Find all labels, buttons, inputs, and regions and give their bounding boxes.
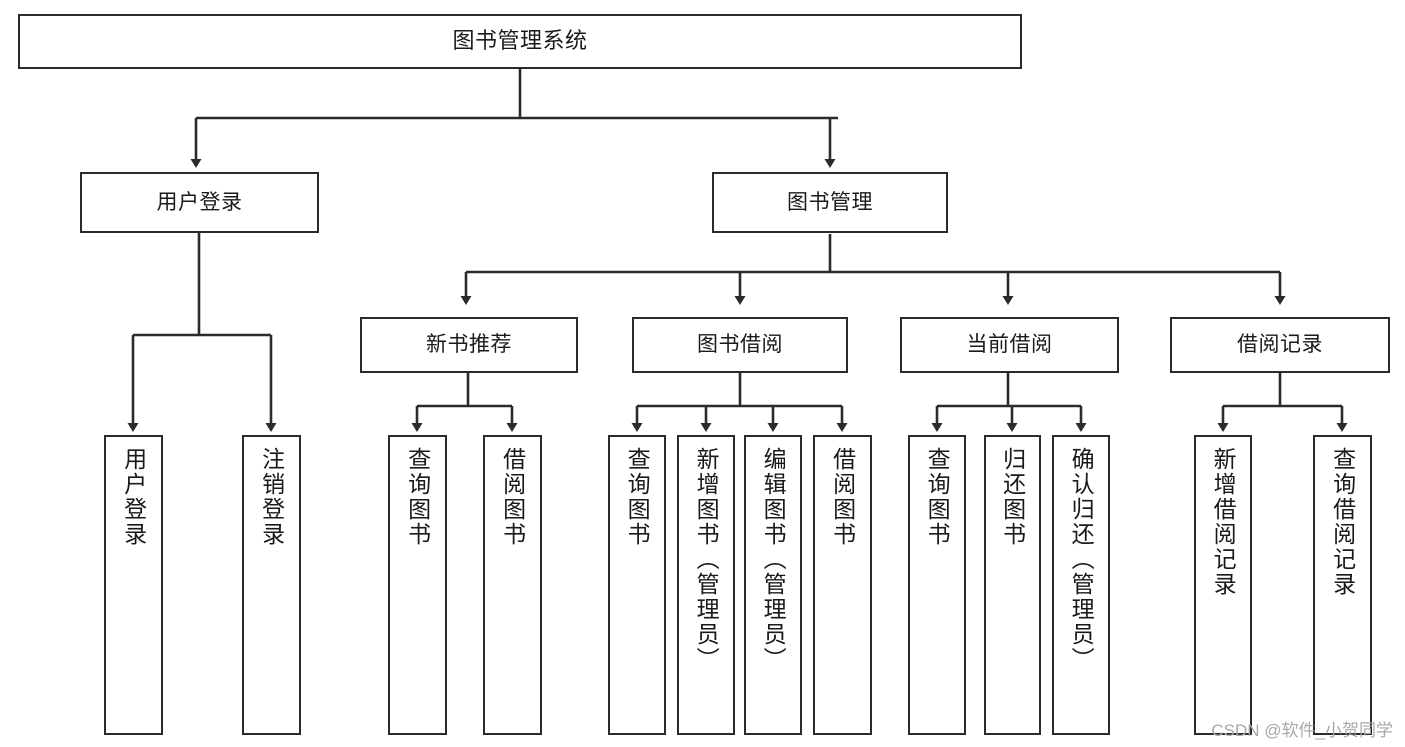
node-label: 新增借阅记录 xyxy=(1210,447,1237,597)
node-leaf-add-book[interactable]: 新增图书（管理员） xyxy=(677,435,735,735)
node-label: 查询图书 xyxy=(404,447,431,547)
node-current-borrow[interactable]: 当前借阅 xyxy=(900,317,1119,373)
node-label: 当前借阅 xyxy=(966,333,1053,357)
node-book-management[interactable]: 图书管理 xyxy=(712,172,948,233)
node-label: 查询图书 xyxy=(624,447,651,547)
node-leaf-return-book[interactable]: 归还图书 xyxy=(984,435,1041,735)
node-leaf-logout-login[interactable]: 注销登录 xyxy=(242,435,301,735)
node-leaf-borrow-book-1[interactable]: 借阅图书 xyxy=(483,435,542,735)
node-new-book-recommend[interactable]: 新书推荐 xyxy=(360,317,578,373)
node-label: 借阅图书 xyxy=(499,447,526,547)
node-leaf-confirm-return[interactable]: 确认归还（管理员） xyxy=(1052,435,1110,735)
node-leaf-edit-book[interactable]: 编辑图书（管理员） xyxy=(744,435,802,735)
node-leaf-user-login[interactable]: 用户登录 xyxy=(104,435,163,735)
node-leaf-query-book-2[interactable]: 查询图书 xyxy=(608,435,666,735)
node-label: 编辑图书（管理员） xyxy=(760,447,787,672)
node-root-book-management-system[interactable]: 图书管理系统 xyxy=(18,14,1022,69)
node-label: 图书管理系统 xyxy=(452,28,588,54)
node-user-login[interactable]: 用户登录 xyxy=(80,172,319,233)
node-label: 归还图书 xyxy=(999,447,1026,547)
node-label: 用户登录 xyxy=(156,190,243,214)
node-label: 借阅记录 xyxy=(1237,333,1323,357)
node-book-borrow[interactable]: 图书借阅 xyxy=(632,317,848,373)
node-leaf-query-borrow-record[interactable]: 查询借阅记录 xyxy=(1313,435,1372,735)
node-label: 图书借阅 xyxy=(697,333,783,357)
node-leaf-query-book-3[interactable]: 查询图书 xyxy=(908,435,966,735)
node-label: 查询借阅记录 xyxy=(1329,447,1356,597)
node-label: 图书管理 xyxy=(787,190,873,214)
node-leaf-add-borrow-record[interactable]: 新增借阅记录 xyxy=(1194,435,1252,735)
node-label: 新书推荐 xyxy=(426,333,512,357)
node-leaf-query-book-1[interactable]: 查询图书 xyxy=(388,435,447,735)
node-label: 借阅图书 xyxy=(829,447,856,547)
node-label: 新增图书（管理员） xyxy=(693,447,720,672)
node-label: 确认归还（管理员） xyxy=(1068,447,1095,672)
node-label: 注销登录 xyxy=(258,447,285,547)
node-leaf-borrow-book-2[interactable]: 借阅图书 xyxy=(813,435,872,735)
node-borrow-record[interactable]: 借阅记录 xyxy=(1170,317,1390,373)
node-label: 查询图书 xyxy=(924,447,951,547)
node-label: 用户登录 xyxy=(120,447,147,547)
